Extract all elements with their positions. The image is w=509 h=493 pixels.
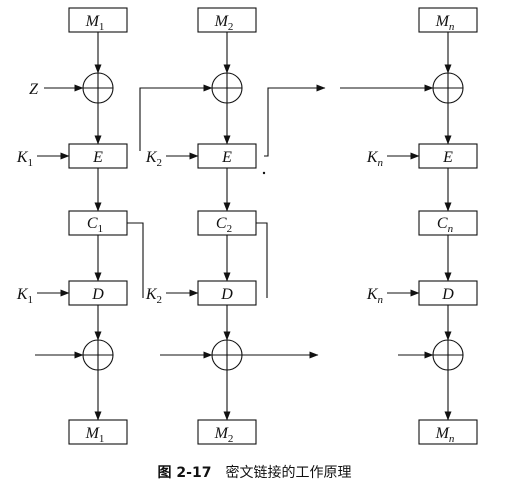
chain-c2-down-line: [256, 222, 268, 298]
col1-encrypt-label: E: [92, 149, 103, 166]
col1-plaintext-out-label-subscript: 1: [99, 433, 105, 445]
col1-plaintext-out-box: [68, 419, 128, 445]
coln-decrypt-xor: [432, 339, 464, 371]
col1-enc-key-label: K1: [16, 149, 33, 169]
col1-plaintext-in-box: [68, 7, 128, 33]
coln-encrypt-xor: [432, 72, 464, 104]
col2-decrypt-label: D: [220, 286, 233, 303]
figure-caption: 图 2-17 密文链接的工作原理: [0, 462, 509, 482]
coln-plaintext-out-label: Mn: [435, 425, 455, 445]
col1-encrypt-xor: [82, 72, 114, 104]
col1-plaintext-in-label-symbol: M: [85, 13, 101, 30]
coln-dec-key-label-subscript: n: [378, 294, 384, 306]
col1-enc-key-label-symbol: K: [16, 149, 29, 166]
col1-dec-key-label-symbol: K: [16, 286, 29, 303]
col2-plaintext-in-label-symbol: M: [214, 13, 230, 30]
coln-plaintext-out-label-subscript: n: [449, 433, 455, 445]
col2-plaintext-out-label-symbol: M: [214, 425, 230, 442]
col1-decrypt-label: D: [91, 286, 104, 303]
col1-enc-key-label-subscript: 1: [28, 157, 34, 169]
coln-plaintext-in-label-subscript: n: [449, 21, 455, 33]
coln-ciphertext-label-subscript: n: [448, 223, 454, 235]
col2-decrypt-xor: [211, 339, 243, 371]
col1-plaintext-in-label-subscript: 1: [99, 21, 105, 33]
coln-ciphertext-label: Cn: [437, 215, 454, 235]
coln-plaintext-out-box: [418, 419, 478, 445]
coln-dec-key-label: Kn: [366, 286, 384, 306]
coln-enc-key-label: Kn: [366, 149, 384, 169]
col2-plaintext-in-label-subscript: 2: [228, 21, 234, 33]
col2-plaintext-out-label: M2: [214, 425, 234, 445]
coln-enc-key-label-subscript: n: [378, 157, 384, 169]
caption-number: 图 2-17: [157, 465, 212, 481]
chain-c2-forward-a: [264, 84, 326, 157]
caption-text: 密文链接的工作原理: [225, 465, 352, 481]
col2-dec-key-label-subscript: 2: [157, 294, 163, 306]
coln-plaintext-out-label-symbol: M: [435, 425, 451, 442]
col1-plaintext-in-label: M1: [85, 13, 105, 33]
coln-enc-key-label-symbol: K: [366, 149, 379, 166]
col2-encrypt-label: E: [221, 149, 232, 166]
col2-enc-key-label-subscript: 2: [157, 157, 163, 169]
z-input-label-symbol: Z: [29, 81, 39, 98]
col2-decrypt-box: [197, 280, 257, 306]
col2-encrypt-xor: [211, 72, 243, 104]
stray-dot: [262, 171, 266, 175]
col2-plaintext-in-box: [197, 7, 257, 33]
col2-ciphertext-label-subscript: 2: [227, 223, 233, 235]
col2-ciphertext-label-symbol: C: [216, 215, 227, 232]
coln-ciphertext-box: [418, 210, 478, 236]
chain-c1-down-line: [127, 222, 144, 298]
col2-dec-key-label: K2: [145, 286, 162, 306]
col1-decrypt-xor: [82, 339, 114, 371]
col1-plaintext-out-label: M1: [85, 425, 105, 445]
col2-ciphertext-label: C2: [216, 215, 232, 235]
col2-dec-key-label-symbol: K: [145, 286, 158, 303]
z-input-label: Z: [29, 81, 39, 98]
chain-c1-to-enc-xor2: [139, 84, 213, 151]
col2-plaintext-out-box: [197, 419, 257, 445]
coln-plaintext-in-label: Mn: [435, 13, 455, 33]
coln-dec-key-label-symbol: K: [366, 286, 379, 303]
col1-ciphertext-label: C1: [87, 215, 103, 235]
col1-dec-key-label-subscript: 1: [28, 294, 34, 306]
col2-plaintext-out-label-subscript: 2: [228, 433, 234, 445]
col1-ciphertext-label-symbol: C: [87, 215, 98, 232]
coln-encrypt-label: E: [442, 149, 453, 166]
col2-enc-key-label: K2: [145, 149, 162, 169]
coln-plaintext-in-label-symbol: M: [435, 13, 451, 30]
coln-ciphertext-label-symbol: C: [437, 215, 448, 232]
col2-plaintext-in-label: M2: [214, 13, 234, 33]
coln-decrypt-label: D: [441, 286, 454, 303]
col1-ciphertext-label-subscript: 1: [98, 223, 104, 235]
col2-enc-key-label-symbol: K: [145, 149, 158, 166]
col1-plaintext-out-label-symbol: M: [85, 425, 101, 442]
col1-dec-key-label: K1: [16, 286, 33, 306]
